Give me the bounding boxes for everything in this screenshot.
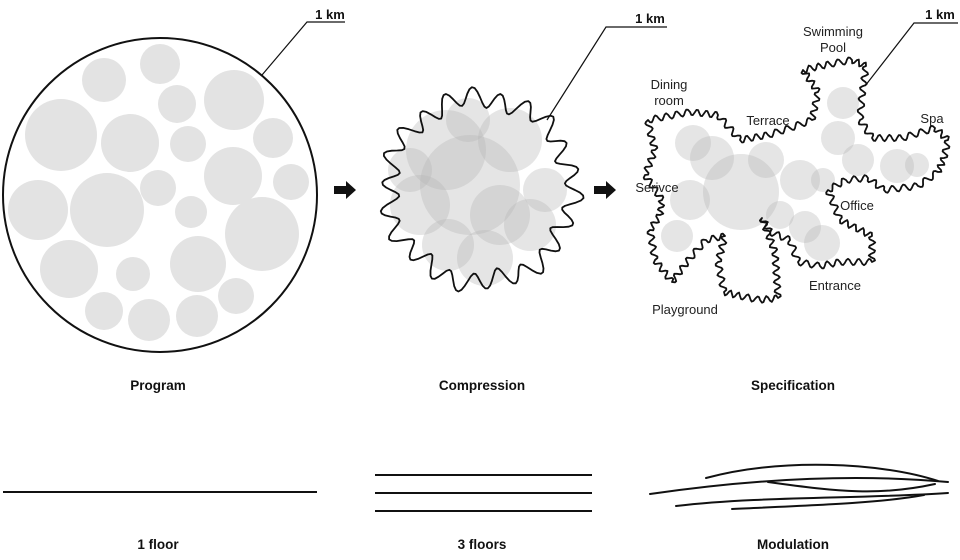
compression-panel: 1 km <box>379 11 667 293</box>
room-label-service: Serivce <box>635 180 678 195</box>
program-boundary-circle <box>2 37 318 353</box>
program-panel: 1 km <box>2 7 345 353</box>
compression-bubbles <box>388 98 567 286</box>
arrow-icon-2 <box>594 181 616 199</box>
compression-boundary-wavy <box>379 86 585 293</box>
arrow-icon-1 <box>334 181 356 199</box>
scale-leader-line-3 <box>864 22 958 87</box>
room-label-office: Office <box>840 198 874 213</box>
three-floors-lines <box>375 474 592 512</box>
room-label-entrance: Entrance <box>809 278 861 293</box>
room-label-playground: Playground <box>652 302 718 317</box>
caption-one-floor: 1 floor <box>137 537 179 552</box>
room-label-terrace: Terrace <box>746 113 789 128</box>
program-bubbles <box>8 44 309 341</box>
modulation-curves <box>649 463 949 510</box>
caption-three-floors: 3 floors <box>458 537 507 552</box>
scale-leader-line-2 <box>546 26 667 121</box>
caption-modulation: Modulation <box>757 537 829 552</box>
caption-specification: Specification <box>751 378 835 393</box>
room-label-dining-line2: room <box>654 93 684 108</box>
caption-program: Program <box>130 378 186 393</box>
room-label-swimming-pool-line2: Pool <box>820 40 846 55</box>
room-label-swimming-pool-line1: Swimming <box>803 24 863 39</box>
caption-compression: Compression <box>439 378 525 393</box>
scale-leader-line-1 <box>261 21 345 76</box>
specification-panel: 1 km Swimming Pool Dining room Terrace S… <box>635 7 958 317</box>
specification-bubbles <box>661 87 929 261</box>
scale-label-1: 1 km <box>315 7 345 22</box>
scale-label-2: 1 km <box>635 11 665 26</box>
room-label-spa: Spa <box>920 111 944 126</box>
room-label-dining-line1: Dining <box>651 77 688 92</box>
specification-boundary-wavy <box>642 56 951 304</box>
scale-label-3: 1 km <box>925 7 955 22</box>
